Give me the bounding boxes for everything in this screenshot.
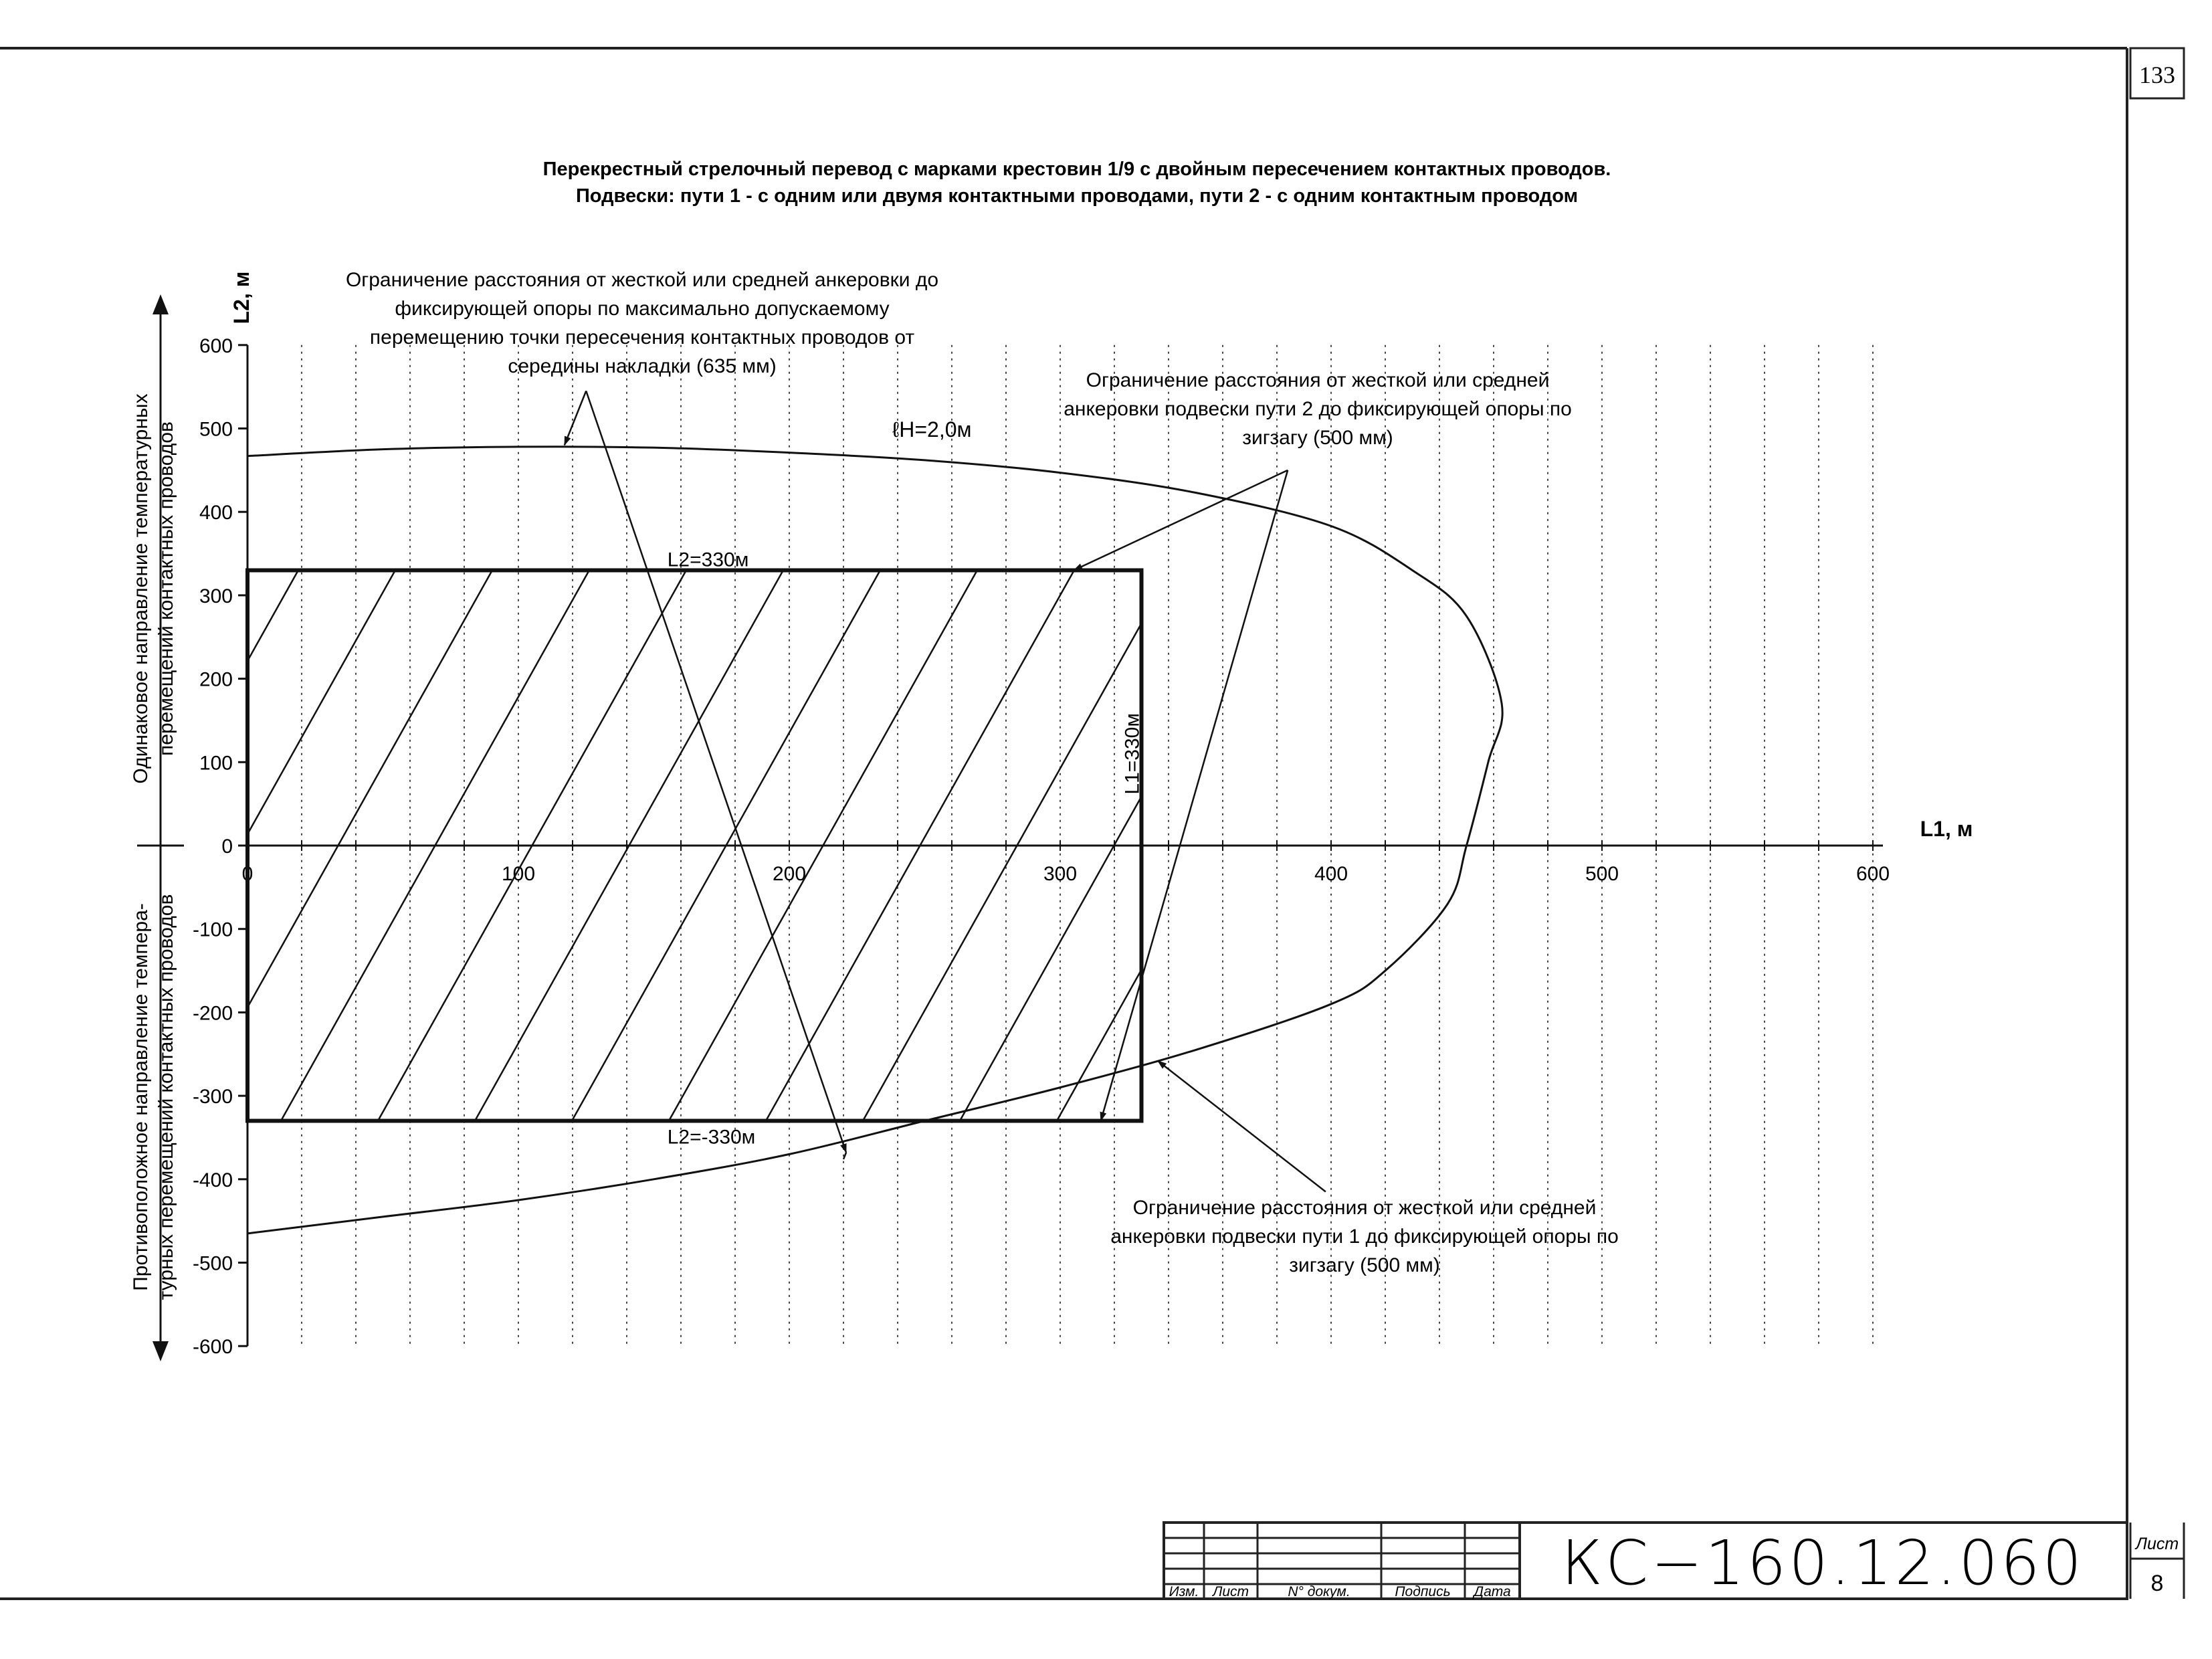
hatch-line xyxy=(765,570,1075,1121)
annotation-1-arrow-a xyxy=(563,390,587,446)
y-tick-label-100: 100 xyxy=(199,752,233,774)
sheet-label: Лист xyxy=(2134,1535,2179,1553)
x-tick-label-200: 200 xyxy=(773,863,806,885)
hatch-line xyxy=(862,621,1142,1121)
hatch-line xyxy=(280,570,590,1121)
annotation-3-line-2: анкеровки подвески пути 1 до фиксирующей… xyxy=(1110,1226,1619,1248)
y-tick-label--600: -600 xyxy=(193,1336,233,1358)
y-tick-label-0: 0 xyxy=(221,836,233,858)
y-tick-label--400: -400 xyxy=(193,1169,233,1191)
page-number: 133 xyxy=(2139,62,2175,88)
side-label-lower-2: турных перемещений контактных проводов xyxy=(155,894,177,1300)
y-axis-label: L2, м xyxy=(229,272,254,324)
annotation-3-arrow xyxy=(1157,1060,1326,1193)
hatch-line xyxy=(247,570,493,1009)
annotation-2-line-1: Ограничение расстояния от жесткой или ср… xyxy=(1086,369,1550,391)
stamp-header-sign: Подпись xyxy=(1395,1584,1450,1599)
x-tick-label-500: 500 xyxy=(1585,863,1619,885)
stamp-header-doc: N° докум. xyxy=(1288,1584,1350,1599)
x-tick-label-400: 400 xyxy=(1314,863,1348,885)
annotation-3-line-1: Ограничение расстояния от жесткой или ср… xyxy=(1133,1197,1597,1219)
hatch-line xyxy=(377,570,687,1121)
side-label-upper-1: Одинаковое направление температурных xyxy=(130,393,152,783)
annotation-1-line-4: середины накладки (635 мм) xyxy=(508,355,776,377)
side-arrow-down-head xyxy=(153,1341,169,1361)
y-tick-label-500: 500 xyxy=(199,419,233,441)
x-axis-label: L1, м xyxy=(1920,817,1973,841)
limit-curve xyxy=(247,446,1504,1235)
stamp-header-izm: Изм. xyxy=(1169,1584,1199,1599)
annotation-1-arrow-b xyxy=(585,390,847,1153)
y-tick-label--300: -300 xyxy=(193,1086,233,1108)
y-tick-label-300: 300 xyxy=(199,585,233,607)
hatch-line xyxy=(571,570,881,1121)
stamp-header-list: Лист xyxy=(1211,1584,1249,1599)
x-tick-label-300: 300 xyxy=(1043,863,1077,885)
region-boundary xyxy=(245,568,1144,1123)
hatch-line xyxy=(959,795,1142,1121)
side-label-lower-1: Противоположное направление темпера- xyxy=(130,903,152,1291)
region-hatching xyxy=(0,570,1142,1121)
y-tick-label--500: -500 xyxy=(193,1253,233,1275)
annotation-3-line-3: зигзагу (500 мм) xyxy=(1289,1254,1439,1276)
hatch-line xyxy=(1055,968,1142,1121)
side-arrow-up-head xyxy=(153,294,169,314)
annotation-1-line-2: фиксирующей опоры по максимально допуска… xyxy=(395,298,889,320)
title-block: Изм. Лист N° докум. Подпись Дата КС−160.… xyxy=(1163,1521,2185,1600)
chart-area: 600 500 400 300 200 100 0 -100 -200 -300 -400 -500 -… xyxy=(0,269,1973,1361)
region-label-bottom: L2=-330м xyxy=(668,1127,756,1149)
stamp-outer xyxy=(1163,1521,2128,1600)
annotation-1-arrow-tail xyxy=(842,1152,847,1160)
y-tick-label--200: -200 xyxy=(193,1002,233,1024)
hatch-line xyxy=(0,570,104,1120)
side-label-upper-2: перемещений контактных проводов xyxy=(155,421,177,756)
hatch-line xyxy=(668,570,978,1121)
y-tick-label-200: 200 xyxy=(199,669,233,691)
document-code: КС−160.12.060 xyxy=(1561,1527,2084,1599)
hatch-line xyxy=(0,570,7,1120)
hatch-line xyxy=(247,570,396,836)
x-tick-label-600: 600 xyxy=(1856,863,1890,885)
y-tick-label-600: 600 xyxy=(199,335,233,357)
y-tick-label-400: 400 xyxy=(199,502,233,524)
chart-title-line1: Перекрестный стрелочный перевод с маркам… xyxy=(543,159,1611,180)
region-label-right: L1=330м xyxy=(1122,713,1144,795)
curve-label: ℓН=2,0м xyxy=(892,417,972,442)
annotation-1-line-3: перемещению точки пересечения контактных… xyxy=(370,326,914,349)
chart-title-line2: Подвески: пути 1 - с одним или двумя кон… xyxy=(576,185,1578,207)
page-number-box xyxy=(2129,47,2185,100)
annotation-2-arrow-b xyxy=(1100,470,1289,1122)
annotation-2-arrow-a xyxy=(1073,469,1288,571)
region-label-top: L2=330м xyxy=(668,549,749,571)
annotation-1-line-1: Ограничение расстояния от жесткой или ср… xyxy=(346,269,938,291)
y-tick-label--100: -100 xyxy=(193,919,233,941)
annotation-2-line-2: анкеровки подвески пути 2 до фиксирующей… xyxy=(1064,398,1572,420)
annotation-2-line-3: зигзагу (500 мм) xyxy=(1242,427,1393,449)
sheet-number: 8 xyxy=(2151,1571,2164,1596)
hatch-line xyxy=(474,570,784,1121)
stamp-header-date: Дата xyxy=(1472,1584,1510,1599)
x-tick-label-100: 100 xyxy=(502,863,535,885)
